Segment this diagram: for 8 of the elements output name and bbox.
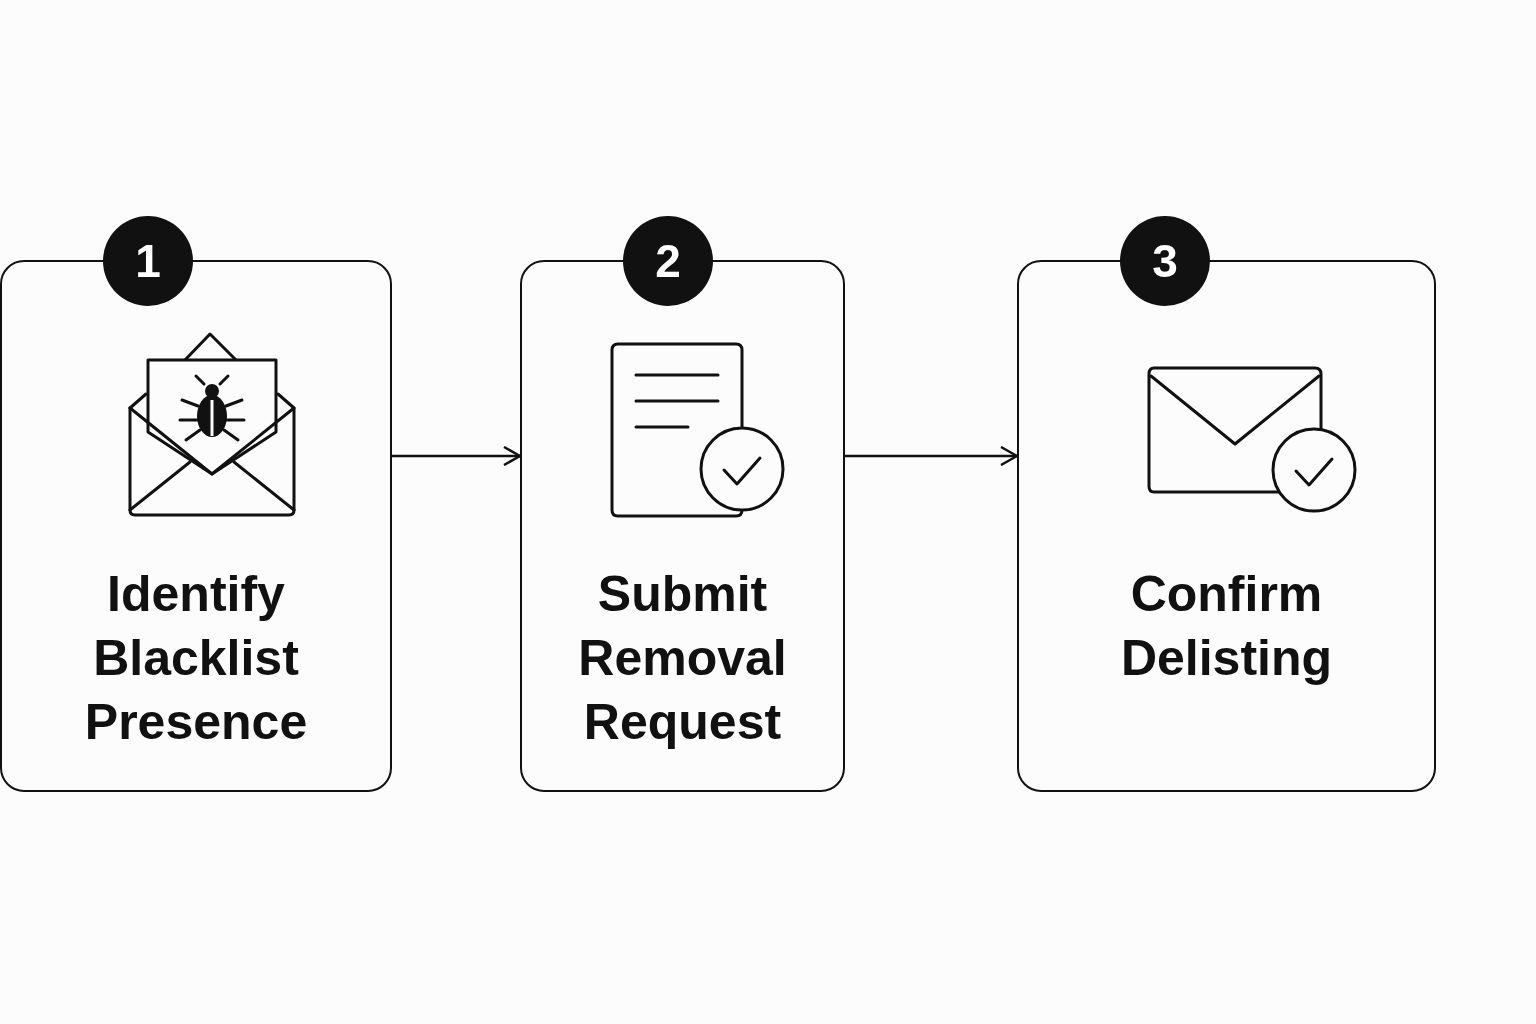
arrow <box>392 445 522 467</box>
arrow <box>845 445 1019 467</box>
step-number-badge: 2 <box>623 216 713 306</box>
step-number-badge: 3 <box>1120 216 1210 306</box>
step-title: Identify Blacklist Presence <box>83 565 309 752</box>
step-title: Confirm Delisting <box>1119 565 1334 688</box>
step-title: Submit Removal Request <box>577 565 788 752</box>
step-number-badge: 1 <box>103 216 193 306</box>
